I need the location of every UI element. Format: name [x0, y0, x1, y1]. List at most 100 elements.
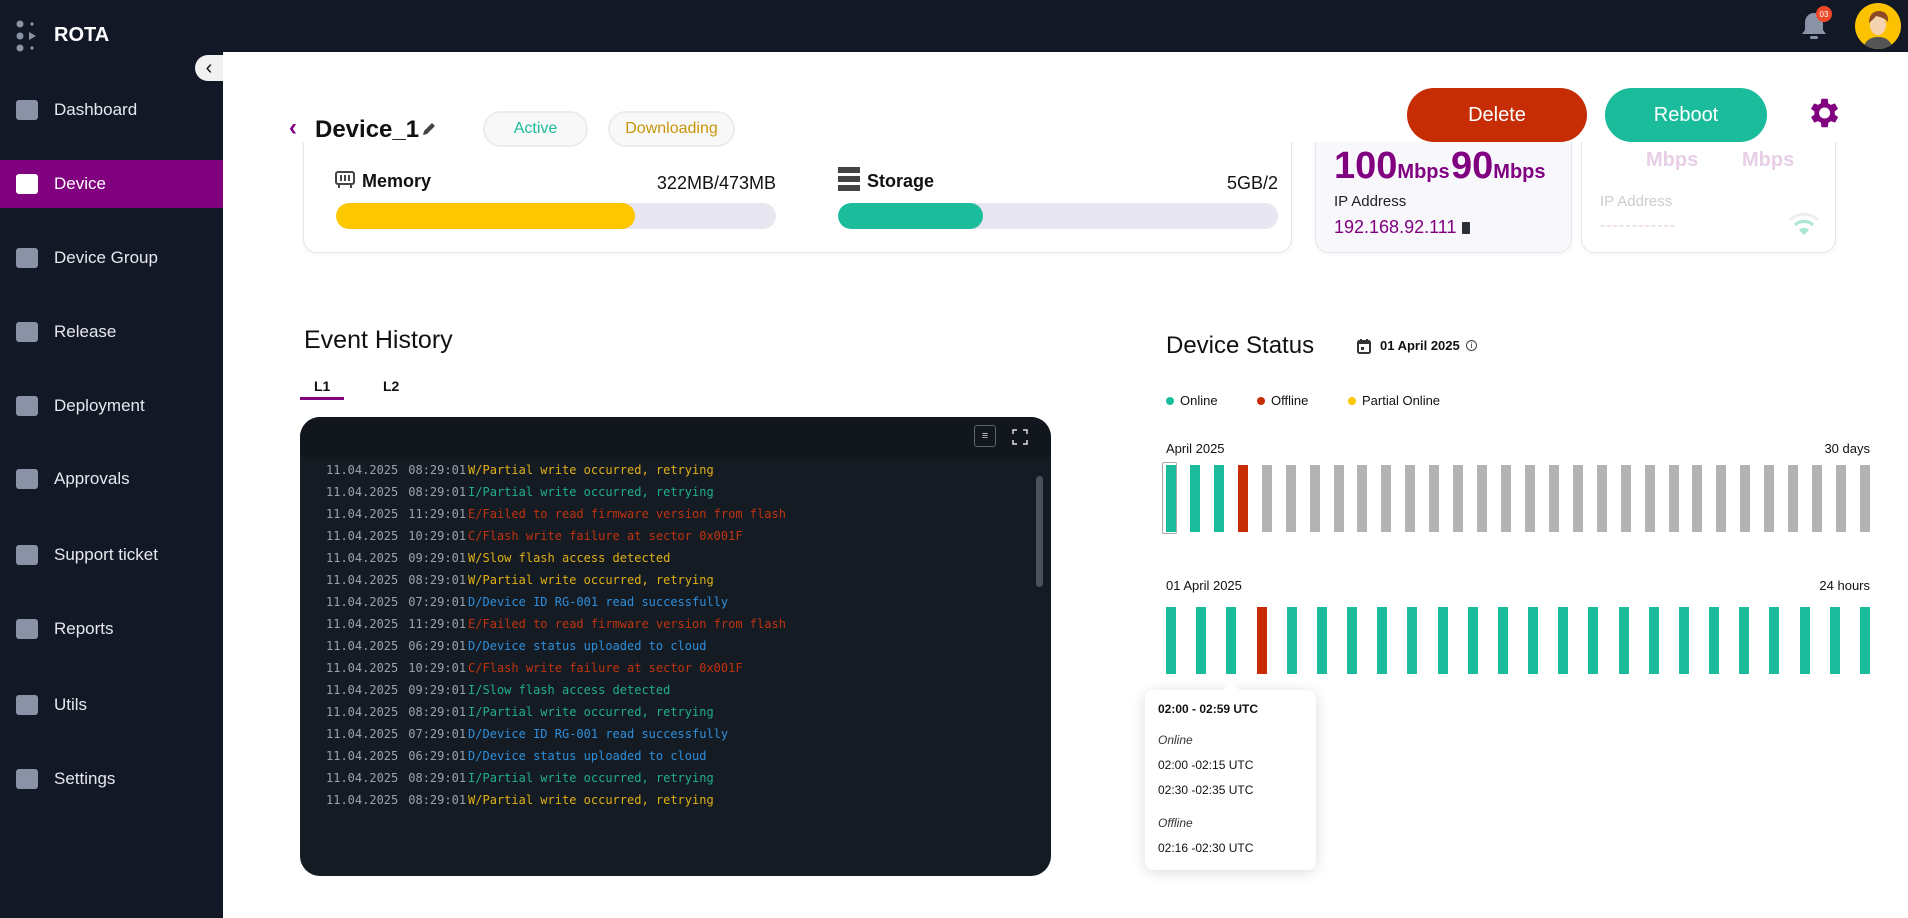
hour-bar-1[interactable] — [1196, 607, 1207, 674]
sidebar-item-utils[interactable]: Utils — [0, 681, 223, 729]
sidebar-item-approvals[interactable]: Approvals — [0, 455, 223, 503]
avatar[interactable] — [1855, 3, 1901, 49]
back-arrow-icon[interactable]: ‹ — [289, 114, 297, 141]
tab-l2[interactable]: L2 — [383, 378, 400, 394]
day-bar-14[interactable] — [1477, 465, 1488, 532]
sidebar-item-reports[interactable]: Reports — [0, 605, 223, 653]
hour-bar-13[interactable] — [1558, 607, 1569, 674]
hour-bar-16[interactable] — [1648, 607, 1659, 674]
sidebar-item-label: Release — [54, 322, 117, 341]
hour-bar-5[interactable] — [1316, 607, 1327, 674]
day-bar-29[interactable] — [1836, 465, 1847, 532]
day-bar-16[interactable] — [1524, 465, 1535, 532]
day-bar-15[interactable] — [1501, 465, 1512, 532]
log-date: 11.04.2025 — [326, 551, 399, 565]
edit-pencil-icon[interactable] — [420, 120, 438, 138]
sidebar-item-settings[interactable]: Settings — [0, 755, 223, 803]
hour-bar-3[interactable] — [1256, 607, 1267, 674]
memory-value: 322MB/473MB — [656, 173, 776, 193]
day-bar-19[interactable] — [1596, 465, 1607, 532]
day-bar-18[interactable] — [1572, 465, 1583, 532]
hour-bar-2[interactable] — [1226, 607, 1237, 674]
day-bar-13[interactable] — [1453, 465, 1464, 532]
day-bar-10[interactable] — [1381, 465, 1392, 532]
info-icon[interactable]: i — [1466, 340, 1477, 351]
day-bar-21[interactable] — [1644, 465, 1655, 532]
day-bar-8[interactable] — [1333, 465, 1344, 532]
filter-icon[interactable]: ≡ — [974, 425, 996, 447]
hour-bar-11[interactable] — [1497, 607, 1508, 674]
reboot-button[interactable]: Reboot — [1605, 88, 1767, 142]
sidebar-item-support-ticket[interactable]: Support ticket — [0, 531, 223, 579]
monthly-range: 30 days — [1824, 441, 1870, 456]
log-time: 09:29:01 — [408, 683, 467, 697]
hour-bar-4[interactable] — [1286, 607, 1297, 674]
hour-bar-18[interactable] — [1709, 607, 1720, 674]
memory-bar — [336, 203, 776, 229]
gear-icon[interactable] — [1804, 94, 1842, 132]
daily-range: 24 hours — [1819, 578, 1870, 593]
day-bar-5[interactable] — [1261, 465, 1272, 532]
sidebar-item-dashboard[interactable]: Dashboard — [0, 86, 223, 134]
day-bar-7[interactable] — [1309, 465, 1320, 532]
expand-icon[interactable] — [1012, 429, 1028, 445]
sidebar-item-device-group[interactable]: Device Group — [0, 234, 223, 282]
sidebar-item-device[interactable]: Device — [0, 160, 223, 208]
log-date: 11.04.2025 — [326, 639, 399, 653]
day-bar-30[interactable] — [1860, 465, 1870, 532]
hour-bar-21[interactable] — [1799, 607, 1810, 674]
day-bar-11[interactable] — [1405, 465, 1416, 532]
storage-bar-fill — [838, 203, 984, 229]
day-bar-3[interactable] — [1213, 465, 1224, 532]
hour-bar-10[interactable] — [1467, 607, 1478, 674]
status-badge-active: Active — [483, 111, 588, 147]
sidebar-item-release[interactable]: Release — [0, 308, 223, 356]
day-bar-9[interactable] — [1357, 465, 1368, 532]
hour-bar-8[interactable] — [1407, 607, 1418, 674]
hour-bar-23[interactable] — [1860, 607, 1870, 674]
collapse-sidebar-button[interactable]: ‹ — [195, 55, 223, 81]
day-bar-28[interactable] — [1812, 465, 1823, 532]
day-bar-22[interactable] — [1668, 465, 1679, 532]
hour-bar-20[interactable] — [1769, 607, 1780, 674]
hour-bar-6[interactable] — [1347, 607, 1358, 674]
status-date[interactable]: 01 April 2025 — [1380, 338, 1460, 353]
copy-icon[interactable] — [1462, 221, 1471, 234]
ticket-icon — [14, 543, 40, 567]
hour-bar-7[interactable] — [1377, 607, 1388, 674]
hour-bar-17[interactable] — [1678, 607, 1689, 674]
log-date: 11.04.2025 — [326, 749, 399, 763]
notification-badge: 03 — [1816, 6, 1832, 22]
day-bar-1[interactable] — [1166, 465, 1176, 532]
day-bar-25[interactable] — [1740, 465, 1751, 532]
tab-l1[interactable]: L1 — [314, 378, 331, 394]
hour-bar-0[interactable] — [1166, 607, 1176, 674]
day-bar-24[interactable] — [1716, 465, 1727, 532]
tooltip-offline-1: 02:16 -02:30 UTC — [1158, 841, 1254, 855]
day-bar-17[interactable] — [1548, 465, 1559, 532]
sidebar-item-deployment[interactable]: Deployment — [0, 382, 223, 430]
day-bar-4[interactable] — [1237, 465, 1248, 532]
hour-bar-12[interactable] — [1528, 607, 1539, 674]
log-message: D/Device status uploaded to cloud — [468, 749, 707, 763]
delete-button[interactable]: Delete — [1407, 88, 1587, 142]
hour-bar-19[interactable] — [1739, 607, 1750, 674]
day-bar-27[interactable] — [1788, 465, 1799, 532]
calendar-icon[interactable] — [1357, 338, 1371, 354]
day-bar-2[interactable] — [1189, 465, 1200, 532]
day-bar-20[interactable] — [1620, 465, 1631, 532]
hour-bar-9[interactable] — [1437, 607, 1448, 674]
day-bar-26[interactable] — [1764, 465, 1775, 532]
sidebar-item-label: Deployment — [54, 396, 145, 415]
day-bar-6[interactable] — [1285, 465, 1296, 532]
hour-bar-22[interactable] — [1829, 607, 1840, 674]
tab-l1-underline — [300, 397, 344, 400]
upload-unit: Mbps — [1493, 161, 1546, 183]
hour-bar-15[interactable] — [1618, 607, 1629, 674]
hour-bar-14[interactable] — [1588, 607, 1599, 674]
day-bar-23[interactable] — [1692, 465, 1703, 532]
day-bar-12[interactable] — [1429, 465, 1440, 532]
log-scrollbar[interactable] — [1036, 476, 1043, 587]
